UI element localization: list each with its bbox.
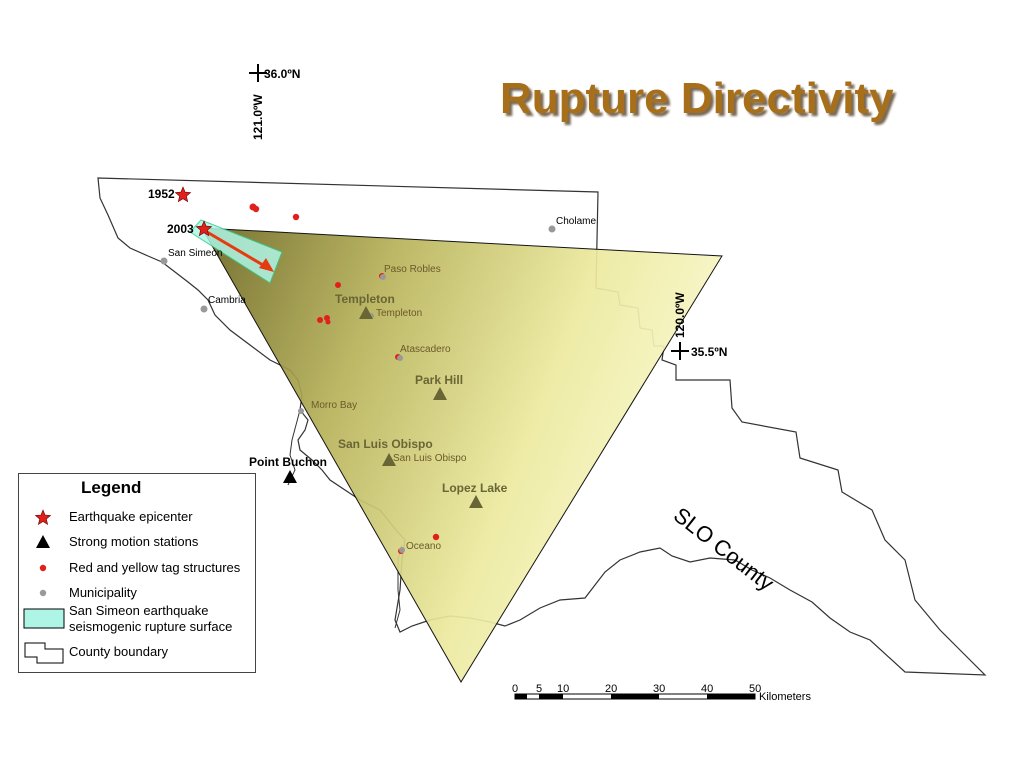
county-label: SLO County: [669, 502, 779, 595]
legend-item-epicenter: Earthquake epicenter: [19, 506, 255, 528]
legend-item-rupture-surface: San Simeon earthquake seismogenic ruptur…: [19, 603, 255, 637]
legend-label: Municipality: [69, 585, 137, 600]
scale-tick-40: 40: [701, 683, 713, 695]
coord-cross-top-icon: [249, 64, 267, 82]
epicenter-label-2003: 2003: [167, 222, 194, 236]
station-lopez-lake: Lopez Lake: [442, 481, 508, 495]
star-icon-1952: [174, 186, 192, 203]
municipality-paso-robles: Paso Robles: [384, 264, 441, 275]
star-icon: [34, 509, 52, 526]
municipality-cambria: Cambria: [208, 295, 246, 306]
legend-label-line1: San Simeon earthquake: [69, 603, 209, 618]
gray-dot-icon: [39, 589, 47, 597]
legend-label: Red and yellow tag structures: [69, 560, 241, 575]
legend-label: County boundary: [69, 644, 169, 659]
legend-item-stations: Strong motion stations: [19, 531, 255, 553]
county-outline-icon: [24, 642, 64, 664]
scale-tick-10: 10: [557, 683, 569, 695]
coord-right-lat: 35.5ºN: [691, 345, 727, 359]
scale-tick-30: 30: [653, 683, 665, 695]
rupture-direction-arrow: [206, 230, 269, 270]
scale-tick-5: 5: [536, 683, 542, 695]
scale-tick-20: 20: [605, 683, 617, 695]
municipality-morro-bay: Morro Bay: [311, 400, 357, 411]
legend-box: Legend Earthquake epicenter Strong motio…: [18, 473, 256, 673]
scale-tick-0: 0: [512, 683, 518, 695]
coastline-detail: [287, 409, 301, 486]
arrow-head-icon: [259, 258, 274, 272]
municipality-oceano: Oceano: [406, 541, 441, 552]
directivity-triangle: [201, 227, 723, 683]
scale-unit: Kilometers: [759, 691, 811, 703]
station-markers: [283, 306, 483, 508]
station-point-buchon: Point Buchon: [249, 455, 327, 469]
star-icon-2003: [195, 220, 213, 237]
municipality-atascadero: Atascadero: [400, 344, 451, 355]
legend-item-municipality: Municipality: [19, 582, 255, 604]
red-dot-icon: [39, 564, 47, 572]
legend-title: Legend: [81, 478, 142, 497]
station-san-luis-obispo: San Luis Obispo: [338, 437, 433, 451]
epicenter-label-1952: 1952: [148, 187, 175, 201]
coord-cross-right-icon: [671, 342, 689, 360]
legend-item-tag-structures: Red and yellow tag structures: [19, 557, 255, 579]
municipality-cholame: Cholame: [556, 216, 596, 227]
legend-item-county-boundary: County boundary: [19, 639, 255, 667]
triangle-icon: [36, 535, 50, 548]
rupture-rect-icon: [23, 608, 65, 629]
coord-right-lon: 120.0ºW: [673, 292, 687, 338]
legend-label-line2: seismogenic rupture surface: [69, 619, 233, 634]
municipality-san-luis-obispo: San Luis Obispo: [393, 453, 467, 464]
scale-tick-50: 50: [749, 683, 761, 695]
station-templeton: Templeton: [335, 292, 395, 306]
coord-top-lon: 121.0ºW: [251, 94, 265, 140]
municipality-san-simeon: San Simeon: [168, 248, 222, 259]
coord-top-lat: 36.0ºN: [264, 67, 300, 81]
page-title: Rupture Directivity: [500, 74, 894, 123]
station-park-hill: Park Hill: [415, 373, 463, 387]
scale-bar: [514, 693, 756, 700]
legend-label: Strong motion stations: [69, 534, 199, 549]
municipality-templeton: Templeton: [376, 308, 422, 319]
legend-label: Earthquake epicenter: [69, 509, 193, 524]
